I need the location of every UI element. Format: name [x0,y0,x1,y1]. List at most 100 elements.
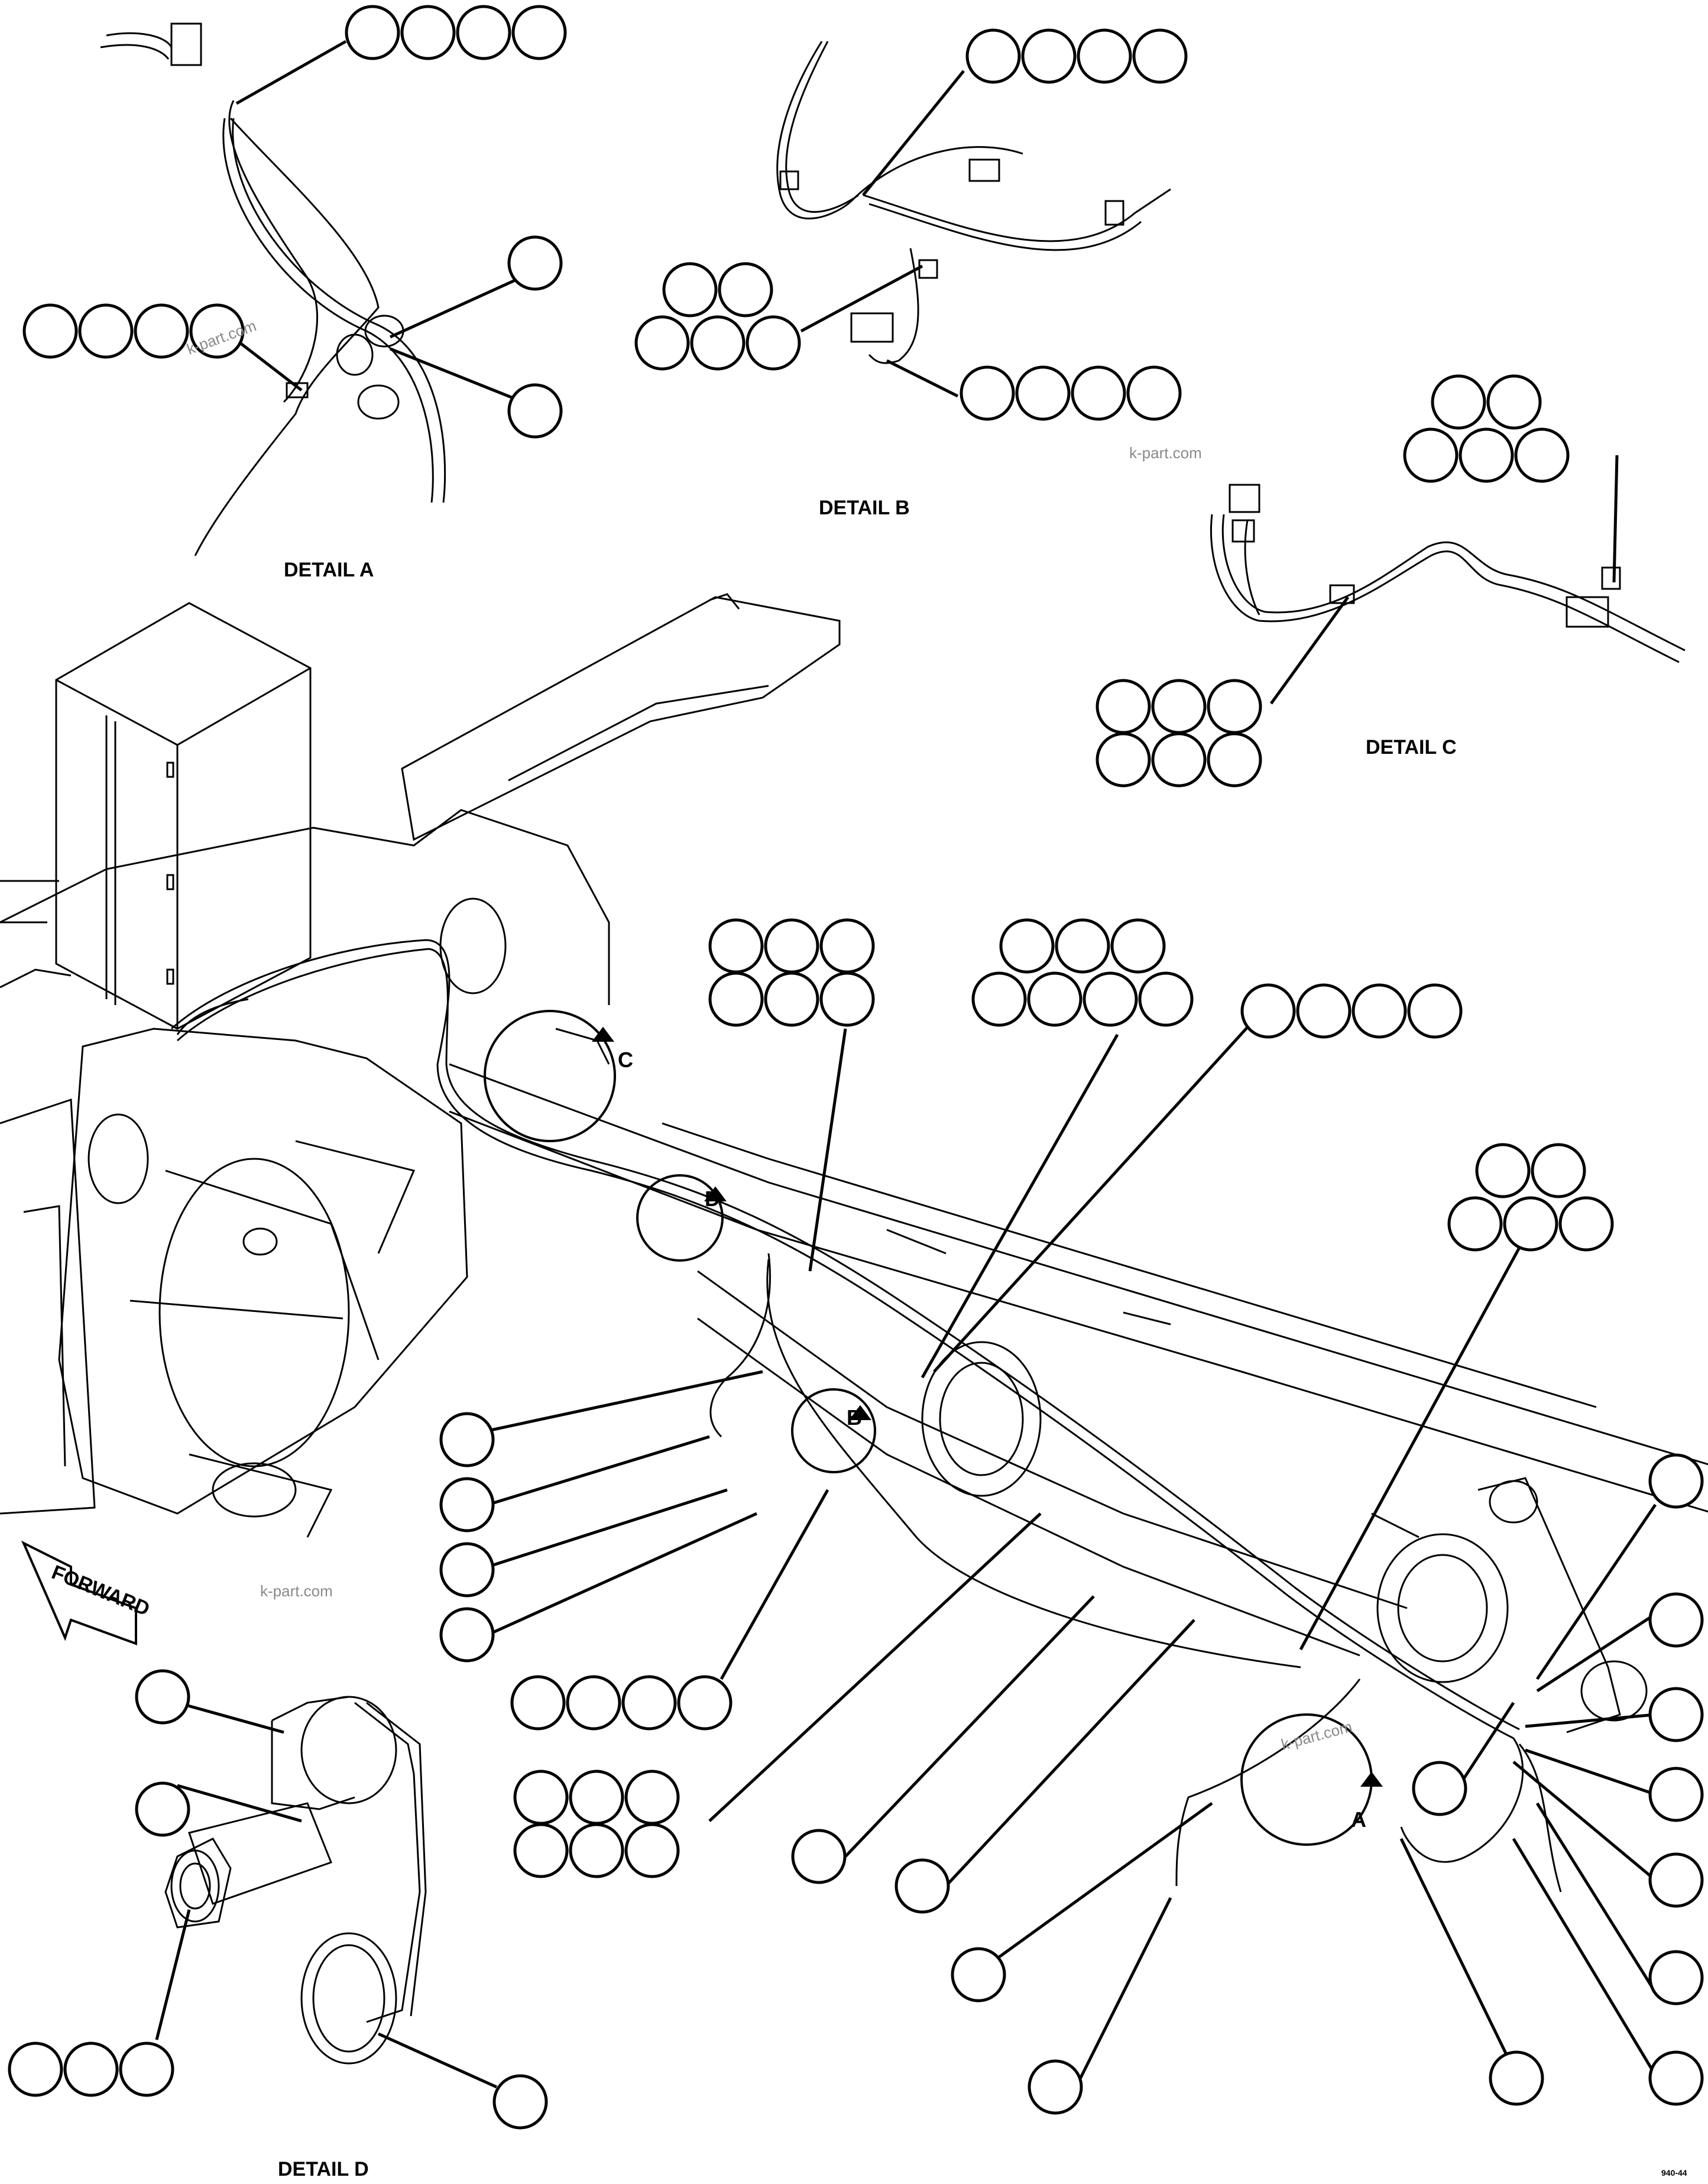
callout-bubble [134,303,189,359]
callout-bubble [569,1823,624,1878]
callout-bubble [791,1829,847,1884]
callout-bubble [78,303,134,359]
detail-c-label: DETAIL C [1366,736,1457,759]
callout-bubble [135,1781,190,1837]
callout-bubble [492,2074,548,2130]
callout-bubble [1648,1592,1704,1648]
callout-bubble [566,1675,621,1731]
callout-bubble [951,1947,1006,2002]
callout-bubble [819,971,875,1027]
main-harness [171,939,1562,1893]
callout-bubble [511,5,567,60]
callout-bubble [1486,374,1542,430]
view-marker-c: C [618,1048,633,1072]
callout-bubble [1489,2050,1544,2106]
callout-bubble [1503,1196,1558,1252]
callout-bubble [965,28,1021,84]
callout-bubble [1028,2059,1083,2115]
callout-bubble [22,303,78,359]
callout-bubble [819,918,875,974]
callout-bubble [662,262,718,317]
callout-bubble [1055,918,1110,974]
electrical-box [55,602,312,1030]
callout-bubble [507,235,563,291]
leader-lines [155,40,1657,2089]
callout-bubble [1447,1196,1503,1252]
callout-bubbles [8,5,1704,2130]
callout-bubble [63,2042,119,2097]
callout-bubble [1648,1453,1704,1509]
drawing-number: 940-44 [1661,2168,1687,2177]
forward-arrow: FORWARD [21,1540,153,1645]
callout-bubble [999,918,1055,974]
callout-bubble [1126,365,1182,421]
callout-bubble [8,2042,63,2097]
detail-b-drawing [776,41,1171,364]
callout-bubble [1648,1687,1704,1742]
callout-bubble [1077,28,1132,84]
callout-bubble [1412,1761,1467,1816]
callout-bubble [1296,983,1352,1039]
callout-bubble [439,1477,495,1532]
callout-bubble [1151,732,1207,788]
callout-bubble [1015,365,1071,421]
callout-bubble [1403,427,1459,483]
detail-d-label: DETAIL D [278,2158,369,2180]
callout-bubble [1138,971,1194,1027]
callout-bubble [1531,1143,1586,1198]
callout-bubble [1071,365,1126,421]
callout-bubble [1475,1143,1531,1198]
callout-bubble [634,315,690,371]
callout-bubble [764,918,819,974]
callout-bubble [718,262,773,317]
callout-bubble [1648,2050,1704,2106]
callout-bubble [960,365,1015,421]
callout-bubble [1407,983,1463,1039]
callout-bubble [400,5,456,60]
view-marker-a: A [1351,1807,1366,1832]
callout-bubble [1459,427,1514,483]
callout-bubble [1083,971,1138,1027]
callout-bubble [1096,679,1151,734]
callout-bubble [1132,28,1188,84]
detail-b-label: DETAIL B [819,497,910,519]
callout-bubble [119,2042,174,2097]
callout-bubble [1110,918,1166,974]
callout-bubble [189,303,245,359]
view-marker-d: D [705,1187,720,1211]
callout-bubble [1027,971,1083,1027]
callout-bubble [1648,1950,1704,2005]
callout-bubble [135,1669,190,1725]
callout-bubble [746,315,801,371]
callout-bubble [1648,1852,1704,1908]
callout-bubble [513,1770,569,1825]
watermark-3: k-part.com [260,1582,333,1600]
callout-bubble [569,1770,624,1825]
callout-bubble [1648,1767,1704,1822]
view-marker-b: B [847,1405,862,1430]
callout-bubble [1096,732,1151,788]
callout-bubble [764,971,819,1027]
callout-bubble [513,1823,569,1878]
callout-bubble [1207,679,1262,734]
callout-bubble [971,971,1027,1027]
callout-bubble [624,1823,680,1878]
callout-bubble [439,1412,495,1467]
callout-bubble [345,5,400,60]
detail-a-label: DETAIL A [284,559,374,581]
callout-bubble [1207,732,1262,788]
callout-bubble [439,1542,495,1598]
main-frame [0,593,1708,1733]
callout-bubble [1151,679,1207,734]
callout-bubble [894,1858,950,1914]
callout-bubble [708,918,764,974]
callout-bubble [1021,28,1077,84]
detail-c-drawing [1210,484,1686,663]
callout-bubble [1240,983,1296,1039]
callout-bubble [439,1607,495,1663]
watermark-2: k-part.com [1129,444,1202,462]
callout-bubble [1352,983,1407,1039]
callout-bubble [507,383,563,439]
callout-bubble [621,1675,677,1731]
